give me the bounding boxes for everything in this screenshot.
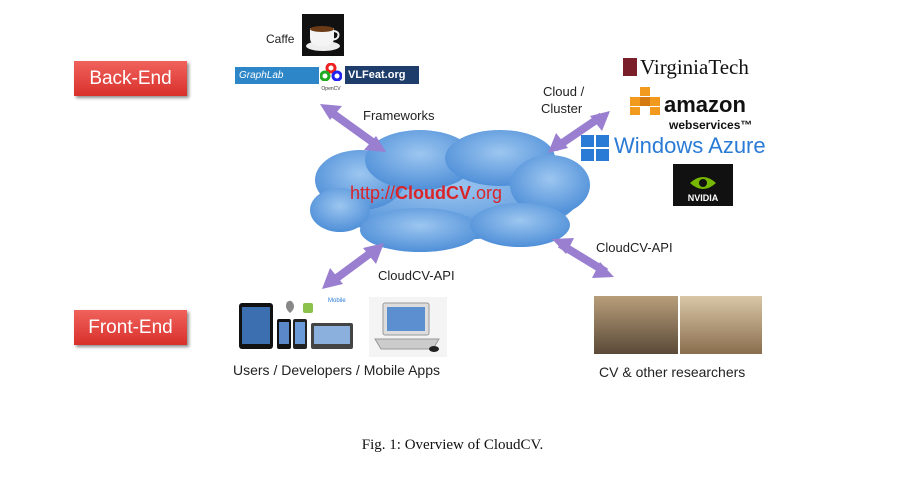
- virginia-tech-logo: VirginiaTech: [640, 55, 749, 79]
- amazon-logo: amazon: [664, 92, 746, 117]
- vlfeat-logo-text: VLFeat.org: [348, 69, 406, 81]
- cloud-url: http://CloudCV.org: [350, 183, 502, 204]
- mobile-devices-image: [237, 299, 367, 355]
- backend-label-text: Back-End: [89, 67, 172, 89]
- vlfeat-logo: VLFeat.org: [345, 66, 419, 84]
- windows-azure-logo: Windows Azure: [614, 133, 766, 158]
- cloud-shape: [310, 130, 590, 252]
- arrow-cloud-cluster: [548, 111, 610, 153]
- graphlab-logo: GraphLab: [235, 67, 319, 84]
- cloud-url-suffix: .org: [471, 183, 503, 203]
- caffe-label: Caffe: [266, 32, 295, 46]
- cloud-url-brand: CloudCV: [395, 183, 472, 203]
- frontend-label-text: Front-End: [88, 316, 173, 338]
- arrow-api-left: [322, 243, 384, 289]
- virginia-tech-shield-icon: [623, 58, 637, 76]
- researchers-demo-photo: [680, 296, 762, 354]
- graphlab-logo-text: GraphLab: [239, 70, 284, 81]
- aws-logo: webservices™: [669, 118, 753, 132]
- researchers-audience-photo: [594, 296, 678, 354]
- frontend-label: Front-End: [74, 310, 187, 345]
- windows-flag-icon: [581, 135, 609, 161]
- api-right-edge-label: CloudCV-API: [596, 240, 673, 255]
- users-developers-label: Users / Developers / Mobile Apps: [233, 362, 440, 378]
- caffe-cup-icon: [302, 14, 344, 56]
- api-left-edge-label: CloudCV-API: [378, 268, 455, 283]
- nvidia-eye-icon: [690, 177, 716, 189]
- cloud-cluster-edge-label-1: Cloud /: [543, 84, 585, 99]
- nvidia-logo: NVIDIA: [673, 164, 733, 206]
- nvidia-logo-text: NVIDIA: [687, 193, 719, 203]
- opencv-logo: OpenCV: [319, 62, 343, 92]
- opencv-logo-text: OpenCV: [321, 86, 341, 92]
- laptop-image: [369, 297, 447, 357]
- opencv-icon: [319, 62, 343, 82]
- cloud-url-prefix: http://: [350, 183, 396, 203]
- backend-label: Back-End: [74, 61, 187, 96]
- figure-caption: Fig. 1: Overview of CloudCV.: [361, 437, 544, 453]
- cloud-cluster-edge-label-2: Cluster: [541, 101, 583, 116]
- researchers-label: CV & other researchers: [599, 364, 746, 380]
- windows-mobile-logo: Mobile: [328, 298, 346, 304]
- arrow-frameworks: [320, 104, 386, 152]
- frameworks-edge-label: Frameworks: [363, 108, 435, 123]
- arrow-api-right: [552, 238, 614, 278]
- aws-boxes-icon: [628, 86, 662, 116]
